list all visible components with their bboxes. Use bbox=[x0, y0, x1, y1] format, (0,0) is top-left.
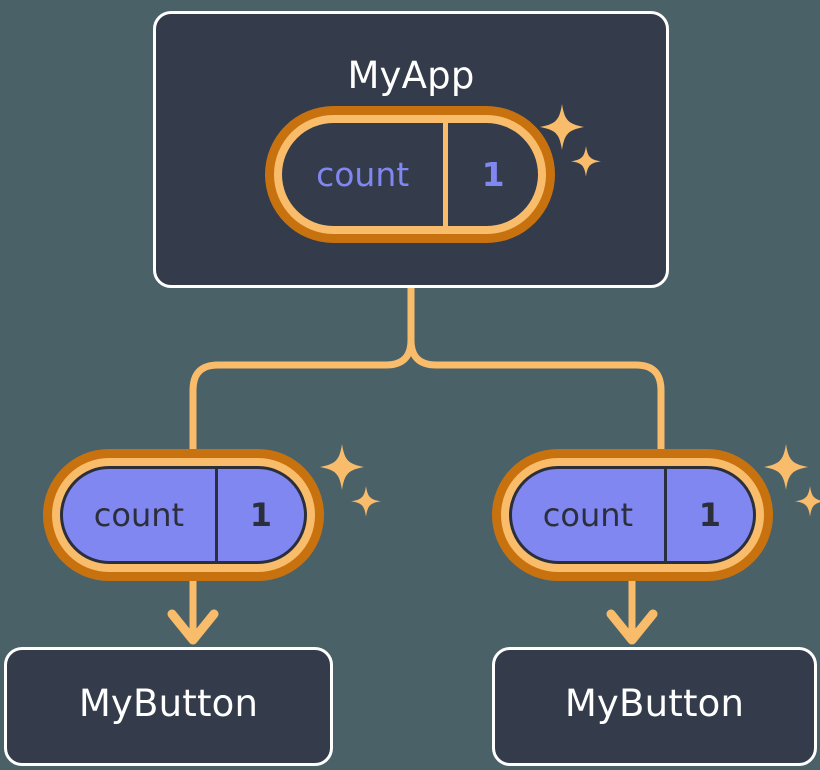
state-pill-ring: count 1 bbox=[52, 458, 315, 572]
component-card-mybutton-right[interactable]: MyButton bbox=[492, 647, 817, 766]
state-name: count bbox=[542, 496, 634, 534]
state-value: 1 bbox=[443, 123, 538, 226]
tree-connector-right bbox=[407, 284, 665, 453]
state-pill-body: count 1 bbox=[509, 466, 756, 564]
state-pill-myapp[interactable]: count 1 bbox=[265, 106, 555, 243]
state-value: 1 bbox=[214, 469, 304, 561]
component-title-mybutton: MyButton bbox=[78, 682, 259, 725]
state-name: count bbox=[316, 155, 410, 194]
state-pill-ring: count 1 bbox=[274, 115, 546, 234]
state-pill-body: count 1 bbox=[60, 466, 307, 564]
state-name: count bbox=[93, 496, 185, 534]
state-pill-child-left[interactable]: count 1 bbox=[43, 449, 324, 581]
state-value: 1 bbox=[663, 469, 753, 561]
state-pill-body: count 1 bbox=[282, 123, 538, 226]
arrow-head-left bbox=[167, 609, 219, 645]
state-pill-child-right[interactable]: count 1 bbox=[492, 449, 773, 581]
tree-connector-root bbox=[189, 284, 415, 453]
arrow-head-right bbox=[606, 609, 658, 645]
component-title-mybutton: MyButton bbox=[564, 682, 745, 725]
sparkle-icon-left bbox=[320, 444, 381, 517]
state-pill-ring: count 1 bbox=[501, 458, 764, 572]
component-card-mybutton-left[interactable]: MyButton bbox=[4, 647, 333, 766]
component-title-myapp: MyApp bbox=[347, 54, 475, 97]
